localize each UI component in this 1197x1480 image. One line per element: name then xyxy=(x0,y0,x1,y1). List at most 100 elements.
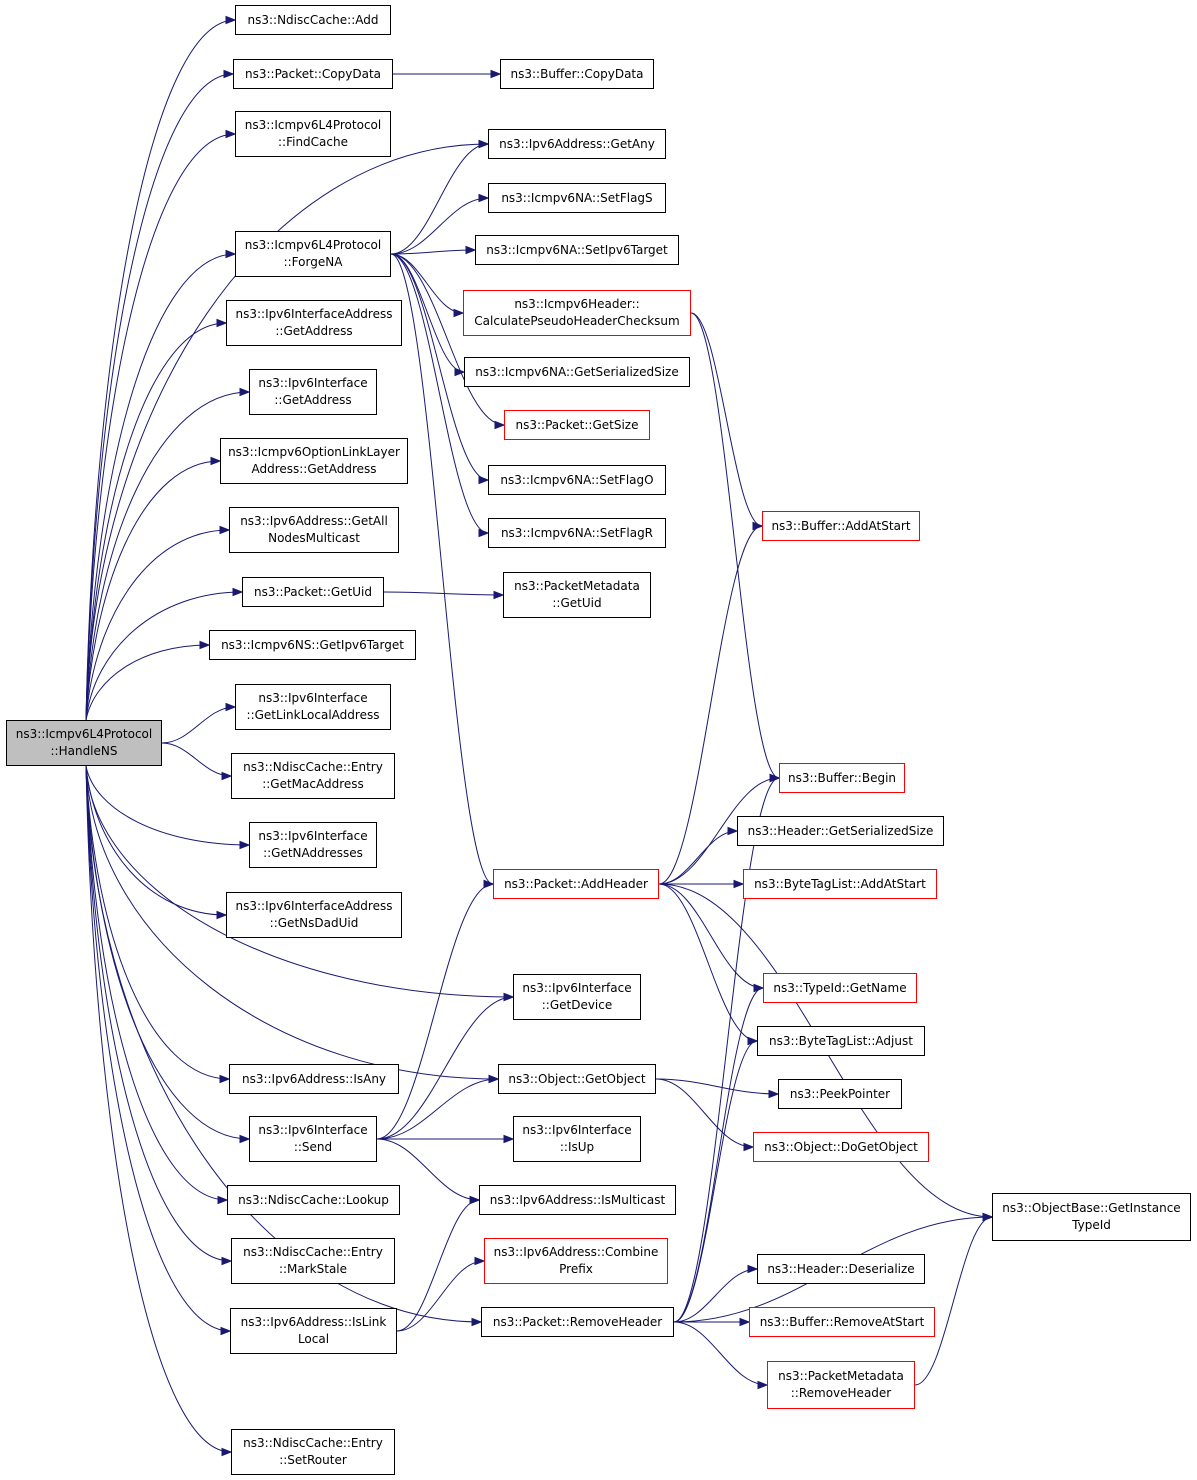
node-label: ::SetRouter xyxy=(279,1453,347,1467)
node-metadata-removeheader[interactable]: ns3::PacketMetadata::RemoveHeader xyxy=(767,1361,915,1409)
node-iface-getaddress[interactable]: ns3::Ipv6Interface::GetAddress xyxy=(249,369,377,415)
node-packet-removeheader[interactable]: ns3::Packet::RemoveHeader xyxy=(481,1307,674,1337)
node-ipv6addr-getany[interactable]: ns3::Ipv6Address::GetAny xyxy=(488,129,666,159)
edge-arrowhead xyxy=(483,879,495,889)
node-label: ns3::Object::GetObject xyxy=(508,1071,646,1086)
node-na-setipv6target[interactable]: ns3::Icmpv6NA::SetIpv6Target xyxy=(475,235,679,265)
node-ns-getipv6target[interactable]: ns3::Icmpv6NS::GetIpv6Target xyxy=(209,630,416,660)
node-root[interactable]: ns3::Icmpv6L4Protocol::HandleNS xyxy=(6,720,162,766)
node-buffer-addatstart[interactable]: ns3::Buffer::AddAtStart xyxy=(762,511,920,541)
edge-packet-getuid-to-metadata-getuid xyxy=(383,591,504,596)
node-na-setflagr[interactable]: ns3::Icmpv6NA::SetFlagR xyxy=(488,518,666,548)
node-packet-getuid[interactable]: ns3::Packet::GetUid xyxy=(242,577,384,607)
node-iface-getnaddresses[interactable]: ns3::Ipv6Interface::GetNAddresses xyxy=(249,822,377,868)
node-object-getobject[interactable]: ns3::Object::GetObject xyxy=(498,1064,656,1094)
node-label: ns3::Ipv6InterfaceAddress xyxy=(235,899,393,913)
edge-arrowhead xyxy=(239,840,251,850)
node-label: ns3::Buffer::CopyData xyxy=(510,66,644,81)
edge-root-to-ns-getipv6target xyxy=(85,644,210,721)
node-ipv6addr-isany[interactable]: ns3::Ipv6Address::IsAny xyxy=(229,1064,399,1094)
node-label: ns3::Ipv6Address::IsAny xyxy=(241,1071,387,1086)
node-object-dogetobject[interactable]: ns3::Object::DoGetObject xyxy=(753,1132,929,1162)
edge-arrowhead xyxy=(223,69,235,79)
node-bytetag-addatstart[interactable]: ns3::ByteTagList::AddAtStart xyxy=(743,869,937,899)
node-na-setflags[interactable]: ns3::Icmpv6NA::SetFlagS xyxy=(488,183,666,213)
node-entry-getmac[interactable]: ns3::NdiscCache::Entry::GetMacAddress xyxy=(231,753,395,799)
edge-arrowhead xyxy=(478,139,490,149)
edge-root-to-packet-getuid xyxy=(85,591,243,721)
edge-root-to-entry-setrouter xyxy=(85,765,232,1453)
node-ndisc-lookup[interactable]: ns3::NdiscCache::Lookup xyxy=(227,1185,400,1215)
node-header-getserialized[interactable]: ns3::Header::GetSerializedSize xyxy=(737,816,944,846)
node-iface-send[interactable]: ns3::Ipv6Interface::Send xyxy=(249,1116,377,1162)
node-findcache[interactable]: ns3::Icmpv6L4Protocol::FindCache xyxy=(235,111,391,157)
node-label: ns3::TypeId::GetName xyxy=(773,980,907,995)
node-label: ::GetAddress xyxy=(274,393,352,407)
node-packet-getsize[interactable]: ns3::Packet::GetSize xyxy=(504,410,650,440)
node-label: ::FindCache xyxy=(278,135,348,149)
node-label: ns3::Icmpv6NA::SetFlagS xyxy=(501,190,653,205)
node-ndisc-add[interactable]: ns3::NdiscCache::Add xyxy=(235,5,391,35)
edge-arrowhead xyxy=(225,702,237,712)
node-label: ::Send xyxy=(293,1140,333,1154)
node-label: ns3::Ipv6Address::IsLink xyxy=(240,1315,387,1329)
edge-metadata-removeheader-to-objectbase-getinstance xyxy=(914,1216,993,1386)
node-packet-addheader[interactable]: ns3::Packet::AddHeader xyxy=(493,869,659,899)
node-buffer-begin[interactable]: ns3::Buffer::Begin xyxy=(779,763,905,793)
edge-forgena-to-na-setflago xyxy=(390,253,489,481)
node-iface-getlinklocal[interactable]: ns3::Ipv6Interface::GetLinkLocalAddress xyxy=(235,684,391,730)
node-label: ::MarkStale xyxy=(278,1262,348,1276)
edge-arrowhead xyxy=(727,826,739,836)
node-iface-getdevice[interactable]: ns3::Ipv6Interface::GetDevice xyxy=(513,974,641,1020)
edge-root-to-getallnodes xyxy=(85,529,230,721)
node-label: ns3::NdiscCache::Lookup xyxy=(238,1192,389,1207)
node-buffer-copydata[interactable]: ns3::Buffer::CopyData xyxy=(500,59,654,89)
edge-arrowhead xyxy=(733,879,745,889)
node-label: ns3::Ipv6InterfaceAddress xyxy=(235,307,393,321)
node-label: ::GetDevice xyxy=(541,998,613,1012)
edge-root-to-ndisc-lookup xyxy=(85,765,228,1201)
edge-packet-addheader-to-header-getserialized xyxy=(658,830,738,885)
edge-arrowhead xyxy=(239,387,251,397)
node-ipv6addr-ismulticast[interactable]: ns3::Ipv6Address::IsMulticast xyxy=(479,1185,676,1215)
edge-arrowhead xyxy=(225,249,237,259)
node-bytetag-adjust[interactable]: ns3::ByteTagList::Adjust xyxy=(757,1026,925,1056)
node-na-setflago[interactable]: ns3::Icmpv6NA::SetFlagO xyxy=(488,465,666,495)
node-label: ns3::Packet::RemoveHeader xyxy=(492,1314,663,1329)
node-na-getserialized[interactable]: ns3::Icmpv6NA::GetSerializedSize xyxy=(464,357,690,387)
node-peekpointer[interactable]: ns3::PeekPointer xyxy=(778,1079,902,1109)
edge-arrowhead xyxy=(503,992,515,1002)
node-typeid-getname[interactable]: ns3::TypeId::GetName xyxy=(763,973,917,1003)
edge-root-to-iface-getnaddresses xyxy=(85,765,250,846)
node-label: ::RemoveHeader xyxy=(790,1386,892,1400)
node-forgena[interactable]: ns3::Icmpv6L4Protocol::ForgeNA xyxy=(235,231,391,277)
node-header-deserialize[interactable]: ns3::Header::Deserialize xyxy=(757,1254,925,1284)
node-iface-isup[interactable]: ns3::Ipv6Interface::IsUp xyxy=(513,1116,641,1162)
edge-arrowhead xyxy=(474,1256,486,1266)
node-label: ns3::NdiscCache::Entry xyxy=(243,760,383,774)
edge-root-to-iface-getaddress xyxy=(85,391,250,721)
node-metadata-getuid[interactable]: ns3::PacketMetadata::GetUid xyxy=(503,572,651,618)
node-calcpseudo[interactable]: ns3::Icmpv6Header::CalculatePseudoHeader… xyxy=(463,290,691,336)
node-ifaddr-getaddress[interactable]: ns3::Ipv6InterfaceAddress::GetAddress xyxy=(226,300,402,346)
edge-forgena-to-packet-getsize xyxy=(390,253,505,426)
node-packet-copydata[interactable]: ns3::Packet::CopyData xyxy=(233,59,393,89)
edge-calcpseudo-to-buffer-begin xyxy=(690,312,780,779)
node-buffer-removeatstart[interactable]: ns3::Buffer::RemoveAtStart xyxy=(749,1307,935,1337)
node-ifaddr-getnsdaduid[interactable]: ns3::Ipv6InterfaceAddress::GetNsDadUid xyxy=(226,892,402,938)
edge-packet-removeheader-to-buffer-begin xyxy=(673,777,780,1323)
edge-iface-send-to-iface-getdevice xyxy=(376,996,514,1140)
node-label: ns3::Buffer::Begin xyxy=(787,770,897,785)
node-label: ns3::Icmpv6L4Protocol xyxy=(244,238,382,252)
node-label: ns3::Icmpv6Header:: xyxy=(514,297,640,311)
node-entry-markstale[interactable]: ns3::NdiscCache::Entry::MarkStale xyxy=(231,1238,395,1284)
node-entry-setrouter[interactable]: ns3::NdiscCache::Entry::SetRouter xyxy=(231,1429,395,1475)
edge-packet-addheader-to-bytetag-adjust xyxy=(658,883,758,1042)
edge-packet-removeheader-to-metadata-removeheader xyxy=(673,1321,768,1386)
